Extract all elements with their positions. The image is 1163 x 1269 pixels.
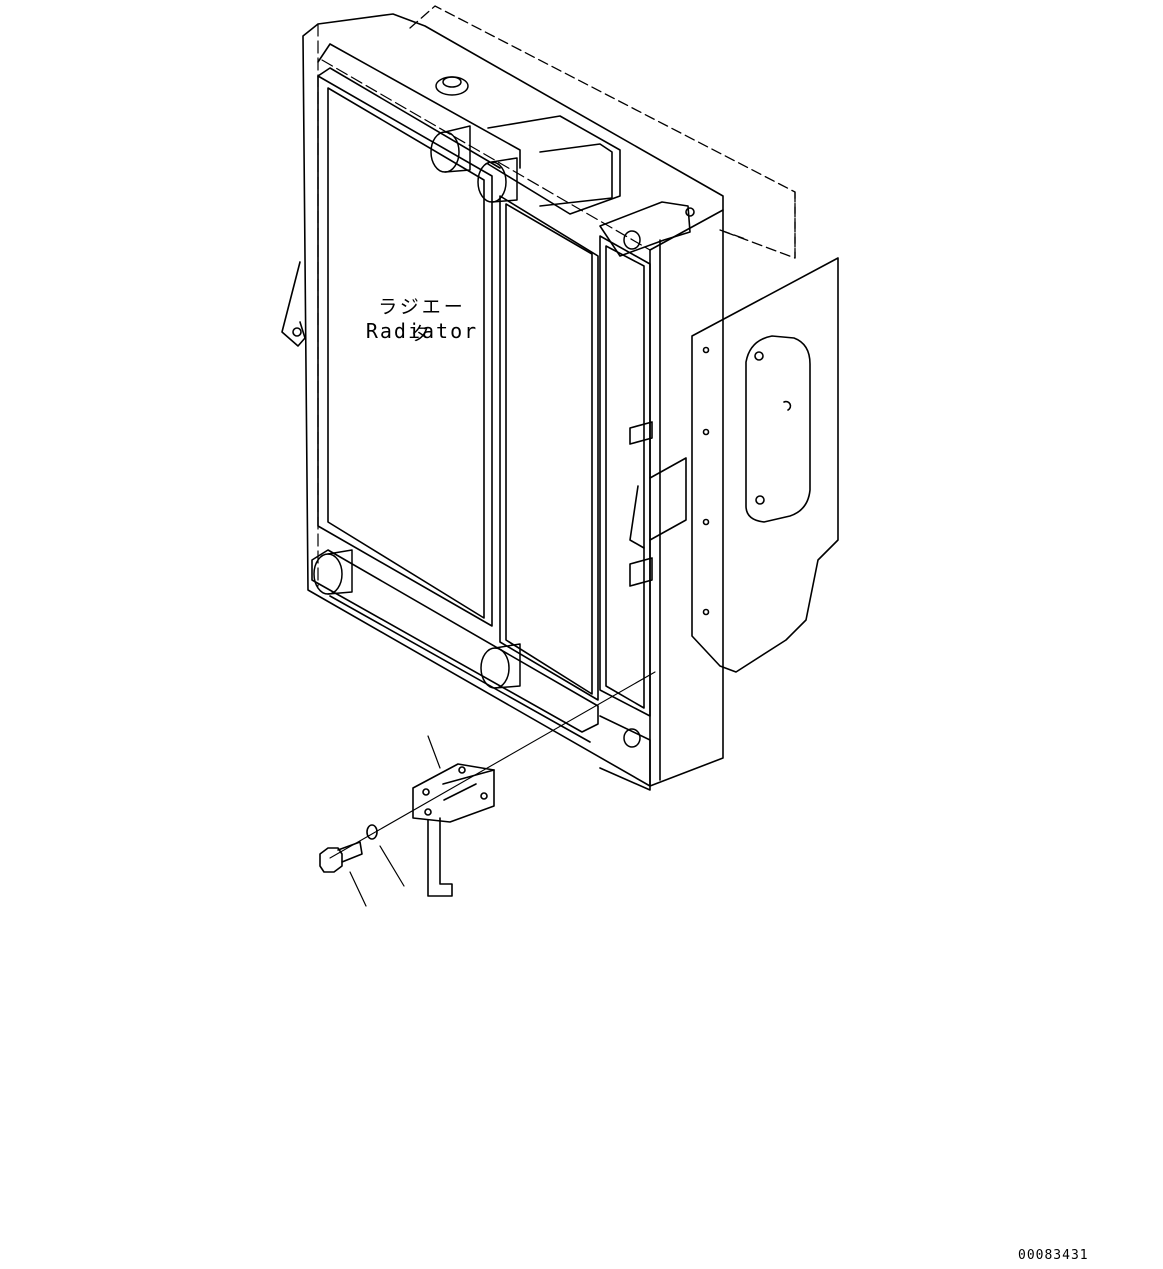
- top-tank: [317, 43, 621, 215]
- assembly-leader-line: [329, 671, 656, 859]
- stay-bracket: [412, 763, 495, 897]
- radiator-label-en: Radiator: [365, 319, 479, 343]
- bolt: [319, 841, 363, 873]
- washer: [366, 824, 378, 840]
- side-cover-plate: [691, 257, 839, 673]
- radiator-core: [317, 67, 501, 627]
- callout-leaders: [349, 735, 441, 907]
- radiator-frame: [302, 13, 724, 787]
- bottom-tank: [311, 549, 651, 791]
- pipe-fittings: [313, 76, 641, 748]
- oil-cooler-core: [499, 195, 651, 717]
- middle-mount-plate: [629, 421, 687, 587]
- side-lug: [281, 261, 306, 347]
- rear-housing-outline: [409, 5, 796, 259]
- drawing-number: 00083431: [1018, 1248, 1089, 1263]
- radiator-label-jp: ラジエータ: [378, 296, 466, 345]
- upper-mount-bracket: [599, 201, 695, 257]
